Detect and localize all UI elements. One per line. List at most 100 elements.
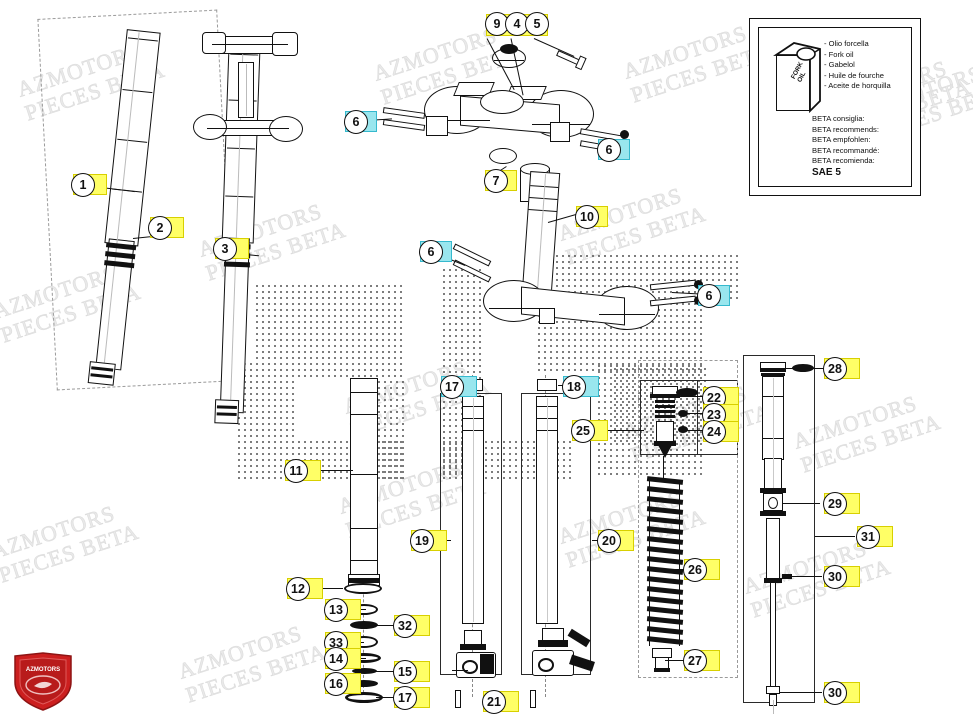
left-triple-clamp-lower [193, 112, 303, 152]
fork-bottom-left [452, 630, 504, 682]
fork-oil-legend-inner-border [758, 27, 912, 187]
cartridge-frame [743, 355, 815, 703]
callout-5[interactable]: 5 [525, 12, 549, 36]
clip-22 [678, 410, 688, 417]
callout-30[interactable]: 30 [823, 681, 847, 705]
leader-26 [665, 660, 685, 661]
oil-name-en: - Fork oil [824, 49, 854, 59]
callout-17-left[interactable]: 17 [440, 375, 464, 399]
callout-17-right[interactable]: 18 [562, 375, 586, 399]
svg-text:AZMOTORS: AZMOTORS [26, 667, 60, 673]
leader-25 [665, 569, 685, 570]
azmotors-shield-logo: AZMOTORS [12, 652, 74, 712]
callout-12[interactable]: 13 [324, 598, 348, 622]
callout-6-lower-right[interactable]: 6 [697, 284, 721, 308]
axle-bolt-left [455, 690, 461, 708]
cartridge-dashline [773, 700, 774, 714]
bolt-pair-upper-left [382, 107, 429, 132]
callout-28[interactable]: 29 [823, 492, 847, 516]
leader-31 [815, 536, 855, 537]
callout-23[interactable]: 24 [702, 420, 726, 444]
leader-27 [786, 368, 824, 369]
oil-name-it: - Olio forcella [824, 39, 869, 48]
callout-31[interactable]: 31 [856, 525, 880, 549]
callout-20[interactable]: 21 [482, 690, 506, 714]
callout-26[interactable]: 27 [683, 649, 707, 673]
stem-centerline [246, 64, 247, 116]
callout-6-upper-right[interactable]: 6 [597, 138, 621, 162]
leader-24 [596, 430, 644, 431]
cartridge-27-cap [760, 362, 786, 378]
clip-29 [782, 574, 792, 579]
leader-5 [533, 38, 575, 57]
callout-32[interactable]: 32 [393, 614, 417, 638]
callout-1[interactable]: 1 [71, 173, 95, 197]
callout-13[interactable]: 14 [324, 647, 348, 671]
beta-rec-es: BETA recomienda: [812, 156, 875, 166]
inner-tube-18 [462, 396, 484, 628]
damper-body-24 [656, 421, 674, 443]
washer-32 [350, 621, 378, 629]
beta-rec-de: BETA empfohlen: [812, 135, 871, 145]
callout-14[interactable]: 15 [393, 660, 417, 684]
callout-15[interactable]: 16 [324, 672, 348, 696]
callout-9[interactable]: 10 [575, 205, 599, 229]
fork-oil-can-icon: FORK OIL [768, 39, 826, 117]
damper-spring-top [655, 400, 675, 422]
damper-rod-line [663, 456, 664, 482]
oil-name-list: - Olio forcella - Fork oil - Gabelol - H… [824, 39, 891, 92]
beta-rec-it: BETA consiglia: [812, 114, 865, 123]
damper-column-frame [638, 360, 738, 678]
oil-name-fr: - Huile de fourche [824, 70, 884, 80]
beta-recommendation-list: BETA consiglia: BETA recommends: BETA em… [812, 114, 879, 167]
callout-19[interactable]: 20 [597, 529, 621, 553]
leader-11 [311, 588, 343, 589]
left-triple-clamp-upper [200, 30, 300, 70]
oil-name-es: - Aceite de horquilla [824, 81, 891, 91]
lower-triple-clamp [483, 278, 663, 334]
callout-3[interactable]: 3 [213, 237, 237, 261]
callout-2[interactable]: 2 [148, 216, 172, 240]
upper-triple-clamp [420, 82, 600, 150]
callout-16[interactable]: 17 [393, 686, 417, 710]
cap-17-right [537, 379, 557, 391]
washer-21b [676, 388, 698, 397]
leader-10 [308, 470, 353, 471]
spring-seat-26 [650, 648, 674, 674]
cartridge-shaft [766, 518, 780, 582]
callout-25[interactable]: 26 [683, 558, 707, 582]
callout-6-upper-left[interactable]: 6 [344, 110, 368, 134]
stem-oring [489, 148, 517, 164]
oil-grade: SAE 5 [812, 167, 841, 178]
callout-29[interactable]: 30 [823, 565, 847, 589]
washer-11 [344, 583, 382, 594]
leader-23 [686, 430, 704, 431]
leader-14 [375, 671, 395, 672]
beta-rec-fr: BETA recommandé: [812, 145, 880, 155]
callout-27[interactable]: 28 [823, 357, 847, 381]
cartridge-piston-28 [760, 488, 786, 520]
beta-rec-en: BETA recommends: [812, 124, 879, 134]
inner-rod-10 [348, 378, 380, 590]
callout-24[interactable]: 25 [571, 419, 595, 443]
inner-tube-19 [536, 396, 558, 628]
fork-bottom-right [528, 628, 596, 682]
leader-22 [686, 413, 704, 414]
leader-29 [790, 576, 822, 577]
oil-name-de: - Gabelol [824, 60, 855, 70]
leader-21 [676, 396, 704, 397]
leader-30 [780, 692, 822, 693]
callout-7[interactable]: 7 [484, 169, 508, 193]
callout-18[interactable]: 19 [410, 529, 434, 553]
fork-oil-legend: FORK OIL - Olio forcella - Fork oil - Ga… [749, 18, 921, 196]
damper-cone [654, 441, 676, 459]
cartridge-rod [770, 582, 776, 687]
callout-10[interactable]: 11 [284, 459, 308, 483]
washer-14 [352, 668, 377, 674]
main-spring-25 [645, 476, 685, 650]
callout-6-lower-left[interactable]: 6 [419, 240, 443, 264]
callout-11[interactable]: 12 [286, 577, 310, 601]
